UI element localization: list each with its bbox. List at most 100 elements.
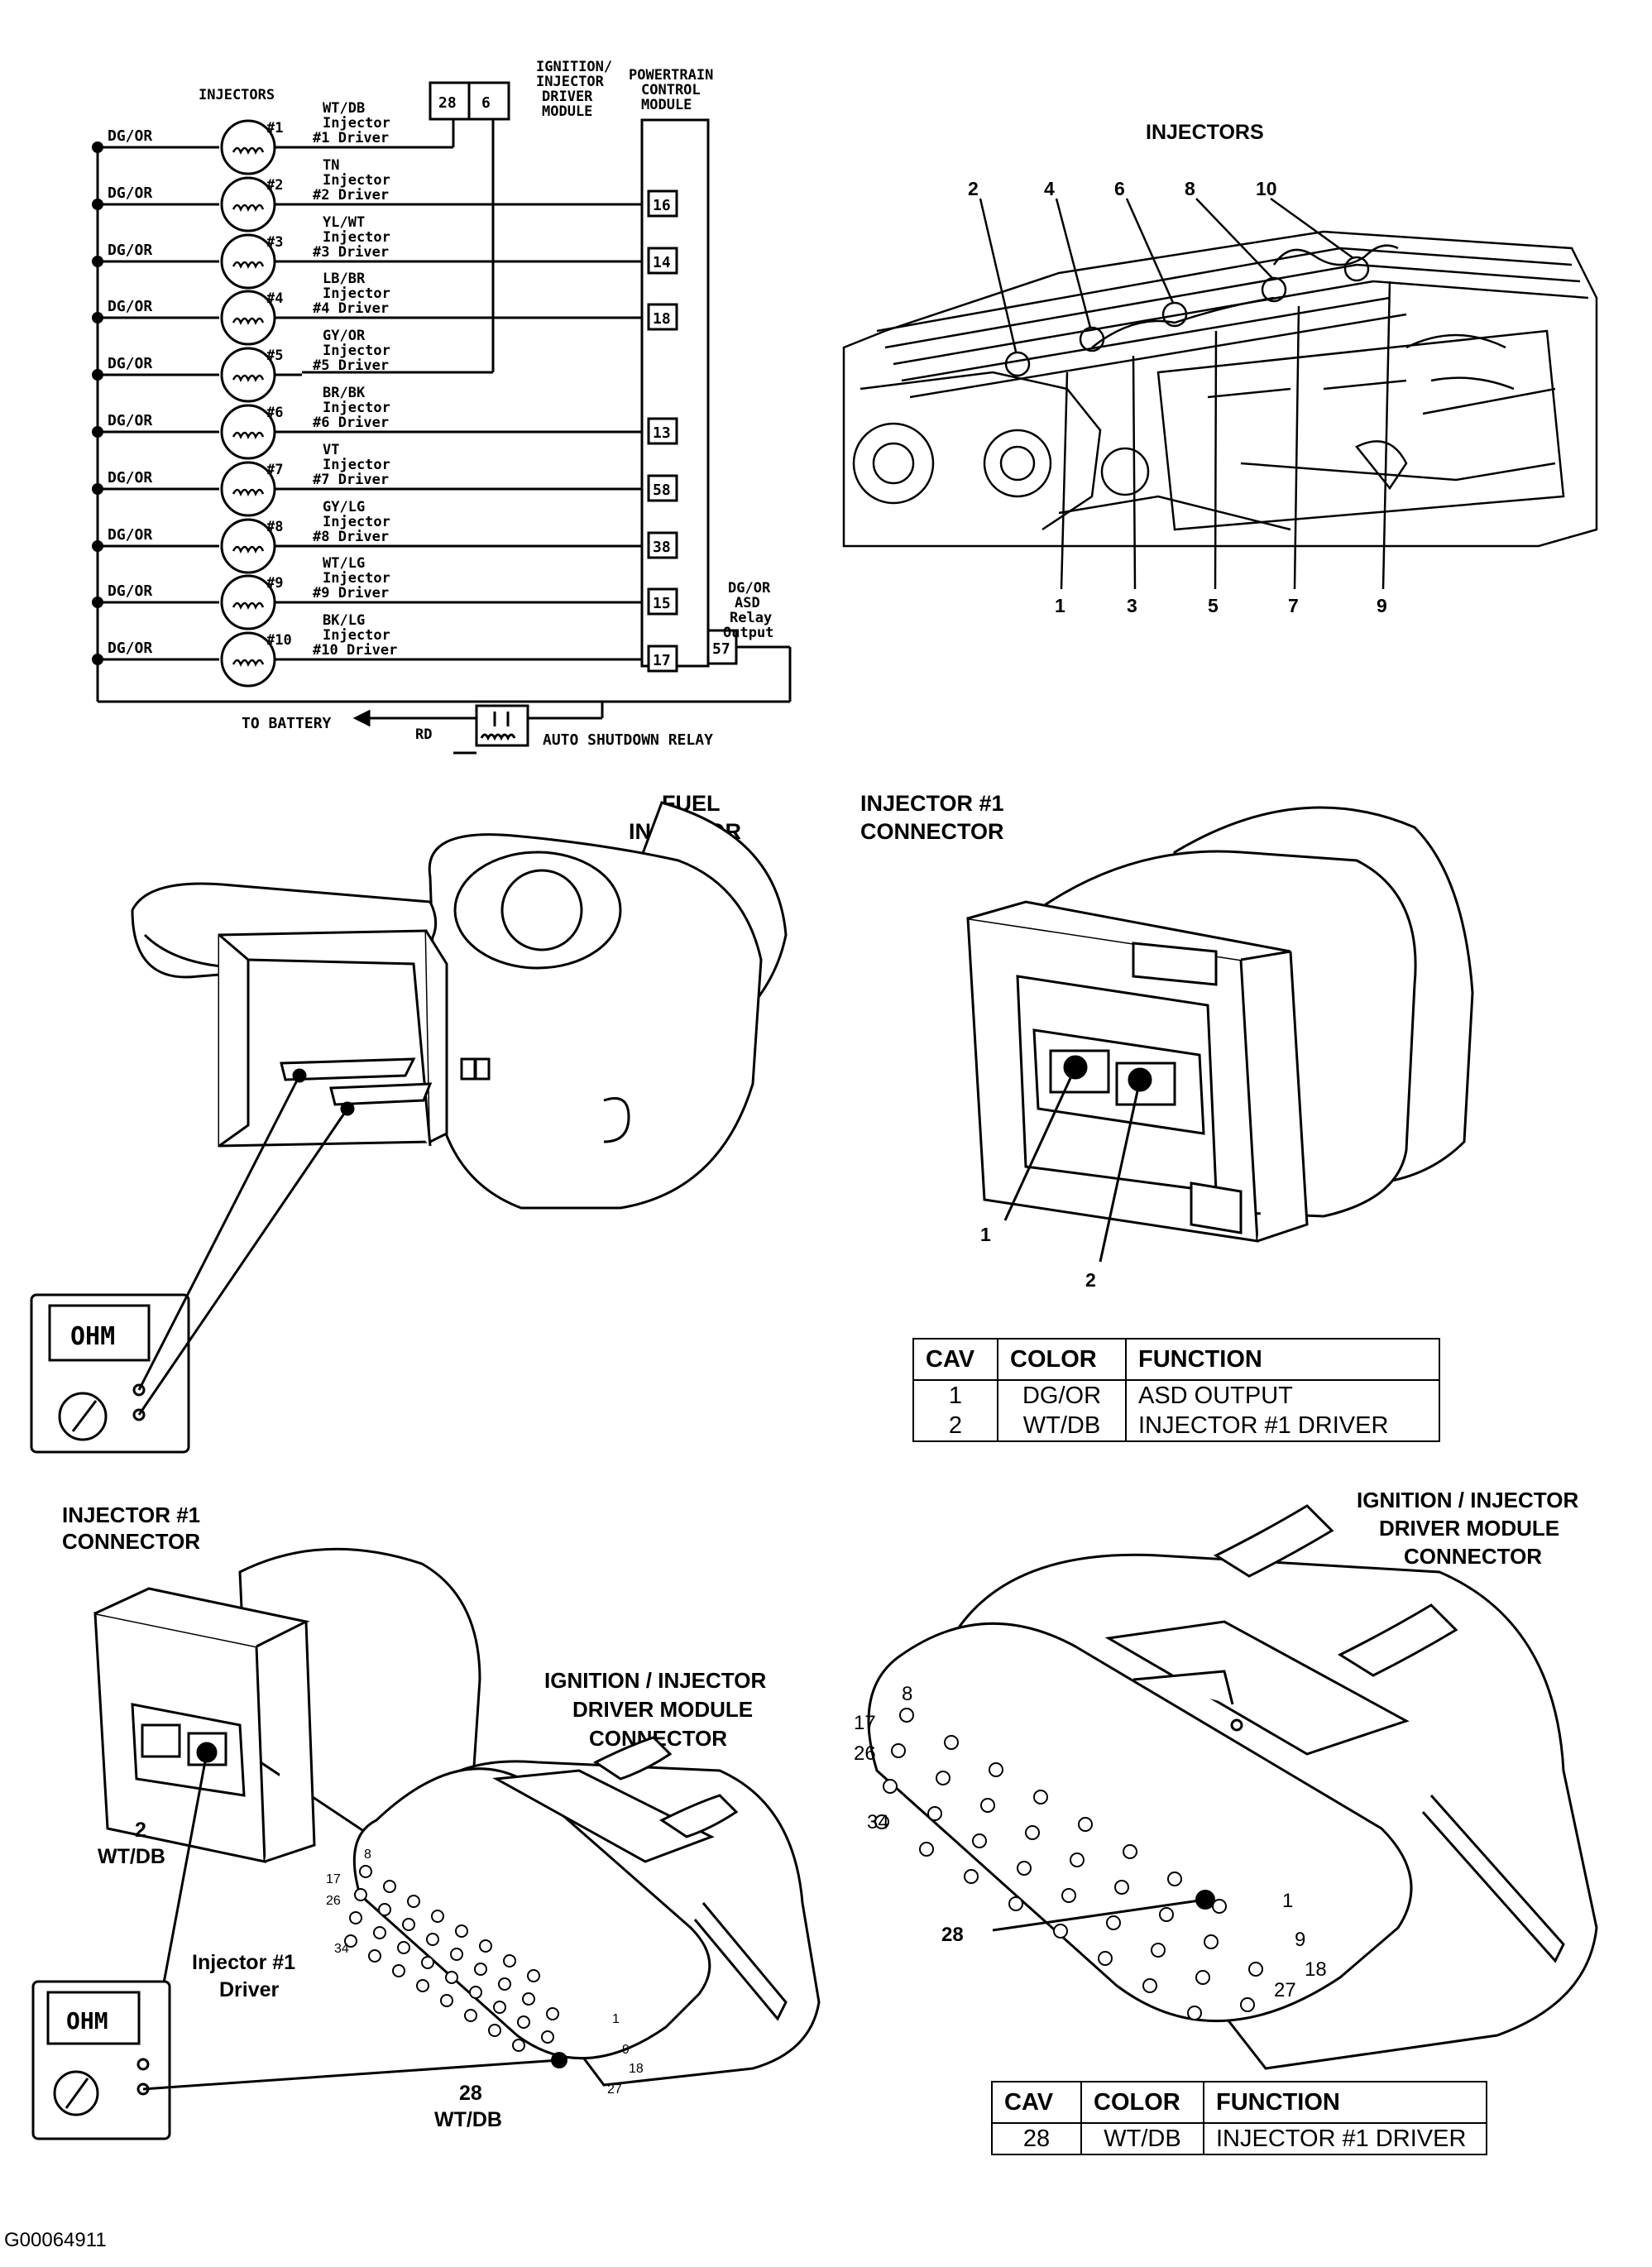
rd-wire-label: RD bbox=[415, 726, 432, 743]
injector-label: Injector bbox=[323, 229, 390, 246]
injector-number: #7 bbox=[266, 462, 283, 478]
table1-functions: ASD OUTPUT INJECTOR #1 DRIVER bbox=[1125, 1379, 1440, 1442]
connector-pin-hole bbox=[488, 2024, 501, 2037]
svg-text:26: 26 bbox=[326, 1894, 341, 1908]
pcm-pin-number: 13 bbox=[653, 424, 671, 442]
connector-pin-hole bbox=[936, 1771, 950, 1785]
to-battery-label: TO BATTERY bbox=[242, 715, 332, 732]
svg-text:INJECTOR #1: INJECTOR #1 bbox=[62, 1503, 200, 1527]
svg-text:1: 1 bbox=[1055, 595, 1065, 616]
svg-text:POWERTRAIN: POWERTRAIN bbox=[629, 67, 713, 84]
wire-color-label: VT bbox=[323, 442, 339, 458]
connector-pin-hole bbox=[373, 1926, 386, 1939]
test-pin-2-label: 2 bbox=[135, 1819, 146, 1842]
injector-label: Injector bbox=[323, 172, 390, 189]
connector-pin-hole bbox=[1159, 1907, 1174, 1922]
idm-pin-6: 6 bbox=[481, 94, 491, 112]
idm-connector-title: IGNITION / INJECTOR DRIVER MODULE CONNEC… bbox=[1357, 1488, 1578, 1569]
connector-pin-hole bbox=[402, 1918, 415, 1931]
svg-text:1: 1 bbox=[1282, 1890, 1293, 1912]
feed-wire-label: DG/OR bbox=[108, 412, 152, 429]
pcm-pin-number: 17 bbox=[653, 652, 671, 669]
connector-pin-hole bbox=[522, 1992, 535, 2006]
connector-pin-hole bbox=[445, 1971, 458, 1984]
connector-pin-hole bbox=[378, 1903, 391, 1916]
svg-text:1: 1 bbox=[612, 2012, 620, 2026]
coil-winding bbox=[232, 317, 265, 326]
svg-text:34: 34 bbox=[867, 1811, 889, 1833]
driver-label: #4 Driver bbox=[313, 300, 389, 317]
connector-pin-hole bbox=[1061, 1888, 1076, 1903]
test-idm-connector-illustration bbox=[352, 1736, 821, 2087]
connector-pin-hole bbox=[980, 1798, 995, 1813]
svg-text:18: 18 bbox=[1305, 1958, 1327, 1981]
svg-text:IGNITION / INJECTOR: IGNITION / INJECTOR bbox=[544, 1668, 766, 1693]
feed-wire-label: DG/OR bbox=[108, 242, 152, 259]
pcm-title: POWERTRAIN CONTROL MODULE bbox=[629, 67, 713, 113]
injector-driver-label: Injector #1 Driver bbox=[192, 1951, 295, 2001]
injector-number: #9 bbox=[266, 575, 283, 592]
svg-text:7: 7 bbox=[1288, 595, 1299, 616]
connector-pin-hole bbox=[421, 1956, 434, 1969]
svg-text:IGNITION/: IGNITION/ bbox=[536, 59, 612, 75]
table2-function: INJECTOR #1 DRIVER bbox=[1203, 2122, 1487, 2155]
wire-color-label: WT/LG bbox=[323, 555, 365, 572]
pcm-pin-box bbox=[647, 303, 678, 331]
svg-text:MODULE: MODULE bbox=[641, 97, 692, 113]
connector-pin-hole bbox=[964, 1869, 979, 1884]
pcm-pin-number: 38 bbox=[653, 539, 671, 556]
table1-header-function: FUNCTION bbox=[1125, 1338, 1440, 1381]
driver-label: #2 Driver bbox=[313, 187, 389, 204]
connector-pin-hole bbox=[1248, 1962, 1263, 1977]
svg-text:5: 5 bbox=[1208, 595, 1219, 616]
connector-pin-hole bbox=[359, 1865, 372, 1878]
svg-text:INJECTOR #1: INJECTOR #1 bbox=[860, 791, 1004, 816]
injector-label: Injector bbox=[323, 514, 390, 530]
figure-id: G00064911 bbox=[4, 2229, 107, 2251]
connector-pin-hole bbox=[874, 1814, 889, 1829]
injector-connector-table: CAV COLOR FUNCTION 1 2 DG/OR WT/DB ASD O… bbox=[912, 1338, 1440, 1442]
connector-pin-hole bbox=[512, 2039, 525, 2052]
feed-wire-label: DG/OR bbox=[108, 298, 152, 315]
fuel-injector-illustration bbox=[131, 801, 788, 1210]
engine-injectors-title: INJECTORS bbox=[1146, 121, 1264, 144]
test-connector-title: INJECTOR #1 CONNECTOR bbox=[62, 1503, 200, 1554]
connector-pin-hole bbox=[919, 1842, 934, 1857]
idm-connector-pin-numbers: 8 17 26 34 1 9 18 27 bbox=[854, 1683, 1327, 2001]
connector-pin-hole bbox=[440, 1994, 453, 2007]
connector-pin-hole bbox=[455, 1924, 468, 1938]
svg-text:Driver: Driver bbox=[219, 1978, 280, 2001]
injector-label: Injector bbox=[323, 115, 390, 132]
connector-pin-hole bbox=[349, 1911, 362, 1924]
coil-winding bbox=[232, 431, 265, 440]
wire-color-label: TN bbox=[323, 157, 339, 174]
test-idm-pin-holes bbox=[344, 1865, 559, 2052]
feed-wire-label: DG/OR bbox=[108, 640, 152, 657]
ohm-meter-1-label: OHM bbox=[70, 1322, 115, 1351]
injectors-heading: INJECTORS bbox=[199, 87, 275, 103]
svg-text:IGNITION / INJECTOR: IGNITION / INJECTOR bbox=[1357, 1488, 1578, 1512]
svg-text:17: 17 bbox=[326, 1872, 341, 1886]
connector-pin-hole bbox=[1008, 1896, 1023, 1911]
connector-pin-hole bbox=[1098, 1951, 1113, 1966]
table2-cav: 28 bbox=[991, 2122, 1082, 2155]
connector-pin-hole bbox=[498, 1977, 511, 1991]
feed-wire-label: DG/OR bbox=[108, 582, 152, 600]
test-idm-pin-numbers: 8 17 26 34 1 9 18 27 bbox=[326, 1848, 644, 2097]
connector-pin-hole bbox=[883, 1779, 898, 1794]
connector-pin-hole bbox=[344, 1934, 357, 1948]
connector-pin-hole bbox=[527, 1969, 540, 1982]
idm-title: IGNITION/ INJECTOR DRIVER MODULE bbox=[536, 59, 612, 120]
svg-text:26: 26 bbox=[854, 1742, 876, 1765]
feed-wire-label: DG/OR bbox=[108, 127, 152, 145]
connector-pin-2-label: 2 bbox=[1085, 1269, 1096, 1291]
test-pin-2-color: WT/DB bbox=[98, 1845, 165, 1868]
